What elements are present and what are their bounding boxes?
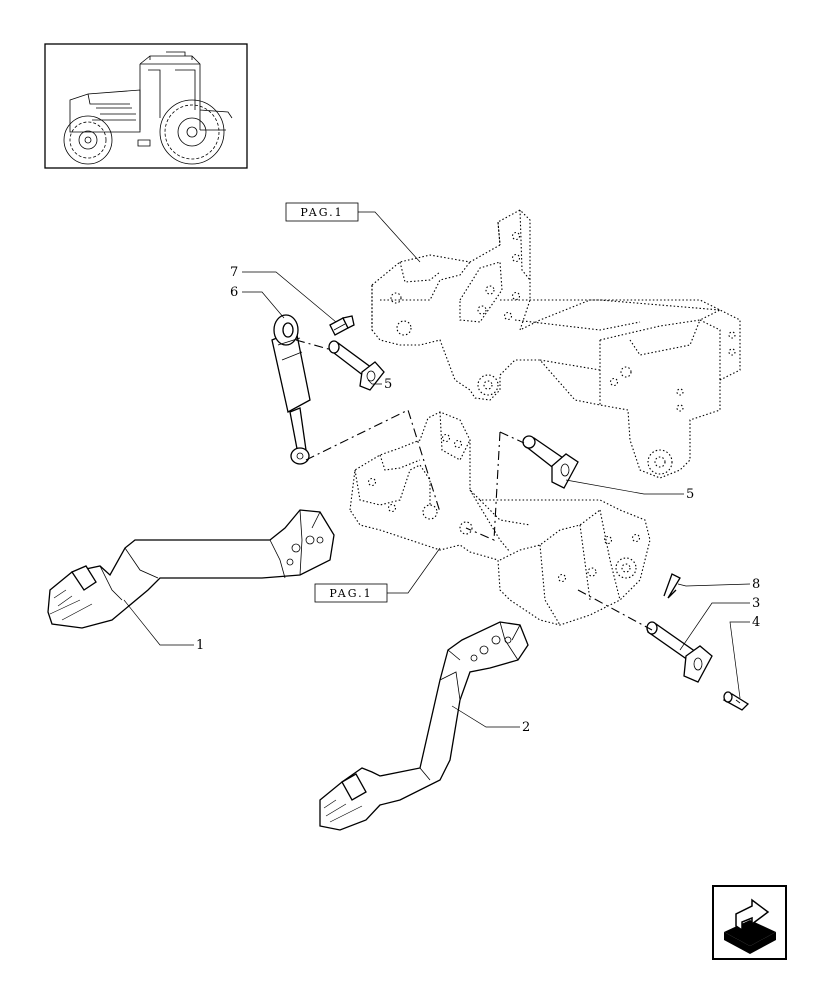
callout-1: 1 [123, 599, 204, 653]
spring-clip-8 [663, 573, 681, 599]
callout-6: 6 [230, 285, 285, 319]
lift-arm-1 [47, 509, 335, 629]
callout-8-number: 8 [752, 577, 760, 592]
lift-arm-2 [319, 621, 529, 831]
tractor-thumbnail [44, 43, 248, 169]
front-support-frame [371, 209, 741, 479]
pag-label-lower: PAG.1 [329, 587, 372, 600]
callout-5-upper: 5 [367, 377, 392, 392]
pag-label-upper: PAG.1 [300, 206, 343, 219]
pin-lower [522, 435, 579, 489]
grease-nipple [329, 315, 355, 336]
callout-4-number: 4 [752, 615, 760, 630]
bolt-4 [722, 691, 750, 711]
callout-5b-number: 5 [686, 487, 694, 502]
assembly-center-lines [295, 339, 653, 631]
callout-3: 3 [679, 596, 760, 651]
hydraulic-cylinder [271, 314, 311, 465]
callout-2: 2 [451, 705, 530, 735]
callout-5a-number: 5 [384, 377, 392, 392]
callout-6-number: 6 [230, 285, 238, 300]
callout-1-number: 1 [196, 638, 204, 653]
callout-2-number: 2 [522, 720, 530, 735]
pag-reference-upper: PAG.1 [285, 202, 421, 263]
pin-upper [328, 340, 385, 391]
callout-7-number: 7 [230, 265, 238, 280]
lower-support-bracket [349, 411, 651, 626]
callout-5-lower: 5 [565, 479, 694, 502]
callout-8: 8 [677, 577, 760, 592]
callout-3-number: 3 [752, 596, 760, 611]
pin-3 [646, 621, 713, 683]
pag-reference-lower: PAG.1 [314, 547, 441, 603]
callout-7: 7 [230, 265, 337, 323]
next-page-arrow-icon[interactable] [712, 885, 787, 960]
callout-4: 4 [729, 615, 760, 699]
